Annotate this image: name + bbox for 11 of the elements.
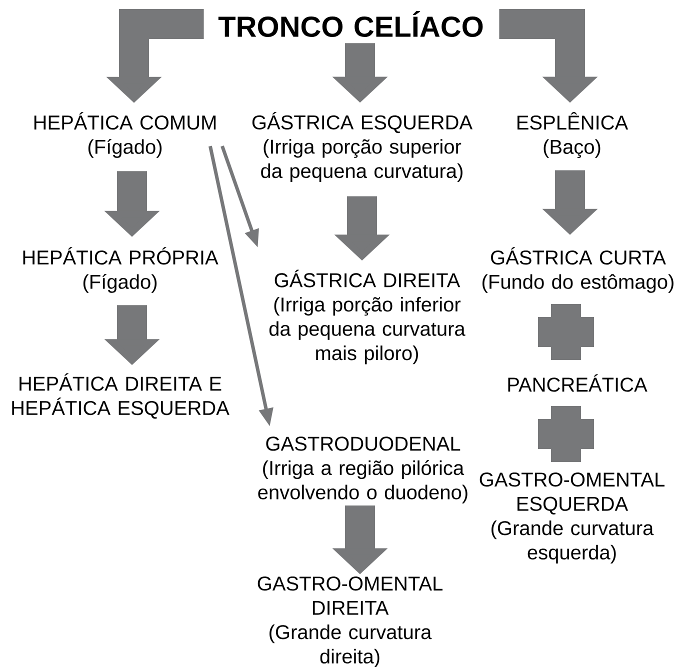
artery-label: HEPÁTICA DIREITA E HEPÁTICA ESQUERDA (12, 373, 230, 419)
artery-label: GÁSTRICA ESQUERDA (Irriga porção superior da pequena curvatura) (252, 112, 473, 182)
artery-label: PANCREÁTICA (508, 374, 648, 392)
title-label: TRONCO CELÍACO (218, 11, 483, 37)
artery-label: GÁSTRICA CURTA (Fundo do estômago) (482, 247, 674, 293)
artery-label: GASTRO-OMENTAL ESQUERDA (Grande curvatura esquerda) (480, 472, 664, 564)
artery-label: GÁSTRICA DIREITA (Irriga porção inferior da pequena curvatura mais piloro) (269, 270, 466, 364)
artery-label: HEPÁTICA PRÓPRIA (Fígado) (23, 247, 218, 293)
artery-label: HEPÁTICA COMUM (Fígado) (34, 112, 216, 158)
artery-label: ESPLÊNICA (Baço) (518, 112, 628, 158)
artery-label: GASTRODUODENAL (Irriga a região pilórica envolvendo o duodeno) (258, 436, 468, 504)
